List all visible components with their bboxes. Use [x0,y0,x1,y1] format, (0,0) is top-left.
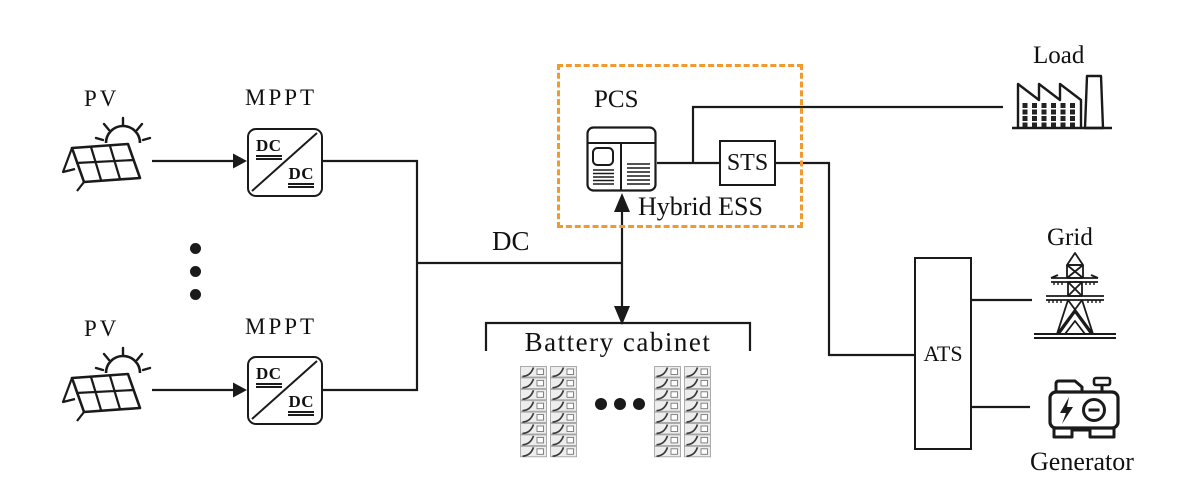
sts-box: STS [719,140,776,186]
dc-dc-converter-icon: DC DC [247,356,323,425]
mppt-bottom-label: MPPT [245,314,318,339]
arrowhead-down-icon [614,306,630,325]
battery-cabinet-label: Battery cabinet [524,327,712,357]
wire-mppt-join [323,159,419,392]
load-label: Load [1033,42,1085,69]
converter-diagonal [251,360,318,420]
battery-rack-icon [519,365,577,458]
dot [614,398,626,410]
pv-top-label: PV [84,86,120,111]
dot [190,289,201,300]
dot [633,398,645,410]
vertical-ellipsis-dots [190,243,201,300]
wire-to-load [691,105,1003,163]
arrowhead-right-icon [233,382,247,398]
generator-label: Generator [1030,447,1134,476]
pv-bottom-label: PV [84,316,120,341]
factory-icon [1012,74,1112,130]
grid-label: Grid [1047,224,1093,251]
ats-box: ATS [914,257,972,450]
battery-cabinet-bracket [484,321,752,351]
dot [190,266,201,277]
horizontal-ellipsis-dots [595,398,645,410]
dc-in-label: DC [256,365,282,388]
pcs-label: PCS [594,86,639,113]
dc-dc-converter-icon: DC DC [247,128,323,197]
dc-out-label: DC [288,165,314,188]
arrowhead-right-icon [233,153,247,169]
dot [595,398,607,410]
dc-in-label: DC [256,137,282,160]
arrowhead-up-icon [614,193,630,212]
converter-diagonal [251,132,318,192]
battery-rack-icon [653,365,711,458]
hybrid-ess-dashed-boundary [557,64,803,228]
sts-label: STS [726,149,769,176]
dc-out-label: DC [288,393,314,416]
dot [190,243,201,254]
hybrid-ess-label: Hybrid ESS [638,192,763,221]
generator-icon [1048,376,1120,439]
dc-bus-label: DC [492,226,530,256]
mppt-top-label: MPPT [245,85,318,110]
pcs-cabinet-icon [586,126,657,192]
solar-panel-icon [61,116,152,192]
ats-label: ATS [923,340,963,366]
solar-panel-icon [61,346,152,422]
transmission-tower-icon [1034,252,1116,339]
